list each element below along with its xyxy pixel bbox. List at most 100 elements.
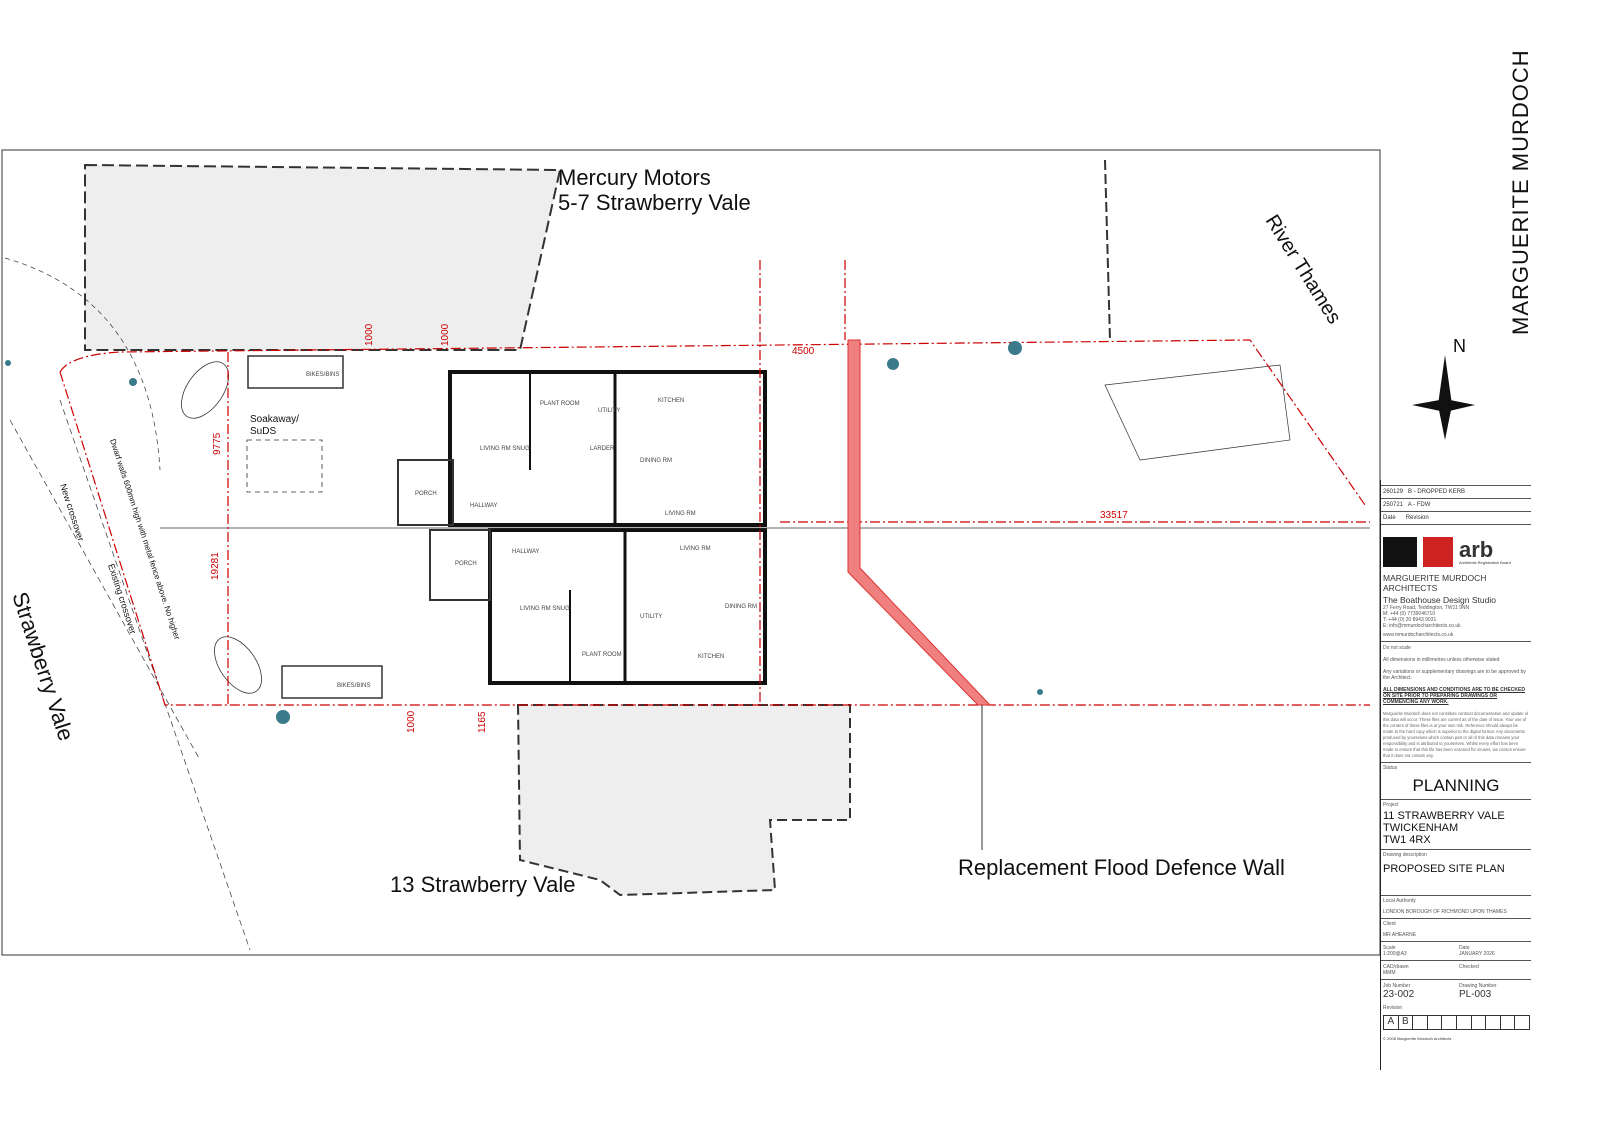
arb-logo: arb [1459,536,1494,562]
project-line: TW1 4RX [1381,834,1531,850]
project-line: TWICKENHAM [1383,822,1459,834]
bike-store-upper [247,355,344,389]
dimension: 19281 [210,552,221,580]
title-block: 260129 B - DROPPED KERB 250721 A - FDW D… [1380,480,1531,1070]
room-label: LIVING RM SNUG [480,446,530,452]
bikes-label: BIKES/BINS [306,372,339,378]
revision-box [1426,1015,1443,1030]
firm-name-vertical: MARGUERITE MURDOCH [1508,49,1533,335]
street-label: Strawberry Vale [7,589,79,744]
telephone: T: +44 (0) 20 8943 9031 [1383,617,1437,623]
dimension: 9775 [212,432,223,455]
revision-box [1485,1015,1501,1030]
email: E: info@mmurdocharchitects.co.uk [1383,623,1461,629]
river-structure [1104,364,1291,461]
room-label: PLANT ROOM [582,652,622,658]
copyright: © 2006 Marguerite Murdoch Architects [1383,1036,1452,1041]
dwarf-wall-note: Dwarf walls 600mm high with metal fence … [108,438,182,641]
studio-name: The Boathouse Design Studio [1383,595,1496,605]
website: www.mmurdocharchitects.co.uk [1381,629,1531,642]
north-label: N [1453,336,1466,356]
neighbour-building [516,704,851,897]
revision-text: B - DROPPED KERB [1408,489,1466,495]
mobile: M: +44 (0) 7739046710 [1383,611,1436,617]
authority-label: Local Authority [1383,898,1416,904]
soakaway-label: Soakaway/ [250,414,299,425]
drawing-description: PROPOSED SITE PLAN [1381,860,1531,896]
project-label: Project [1383,802,1399,808]
date-label: Date [1459,945,1470,951]
revision-label: Revision [1383,1005,1403,1011]
room-label: KITCHEN [698,654,724,660]
arb-subtitle: Architects Registration Board [1459,559,1511,565]
revision-date: 250721 [1383,502,1404,508]
dimension: 1000 [440,323,451,346]
job-number: 23-002 [1383,989,1415,1000]
room-label: HALLWAY [512,549,540,555]
revision-box [1514,1015,1530,1030]
neighbour-label: 13 Strawberry Vale [390,872,575,897]
dimension: 1000 [406,710,417,733]
mercury-motors-address: 5-7 Strawberry Vale [558,190,751,215]
revision-box [1499,1015,1516,1030]
existing-crossover-label: Existing crossover [106,563,138,636]
room-label: UTILITY [598,408,620,414]
description-label: Drawing description [1383,852,1427,858]
revision-box [1412,1015,1428,1030]
revision-header: Revision [1405,515,1429,521]
warning-note: ALL DIMENSIONS AND CONDITIONS ARE TO BE … [1383,687,1525,705]
room-label: LARDER [590,446,615,452]
status-value: PLANNING [1381,773,1531,800]
room-label: PORCH [415,491,437,497]
revision-box [1455,1015,1472,1030]
project-line: 11 STRAWBERRY VALE [1383,810,1505,822]
revision-box: B [1397,1015,1414,1030]
flood-wall-label: Replacement Flood Defence Wall [958,855,1285,880]
dimension: 1000 [364,323,375,346]
room-label: LIVING RM [680,546,711,552]
house-lower [488,528,767,685]
client-value: MR AHEARNE [1381,929,1531,942]
house-upper [448,370,767,527]
room-label: HALLWAY [470,503,498,509]
note: Any variations or supplementary drawings… [1383,669,1526,681]
room-label: KITCHEN [658,398,684,404]
disclaimer: Marguerite Murdoch does not constitute c… [1381,708,1531,763]
room-label: PORCH [455,561,477,567]
cad-label: CAD/drawn [1383,964,1409,970]
room-label: UTILITY [640,614,662,620]
room-label: PLANT ROOM [540,401,580,407]
dimension: 33517 [1100,510,1128,521]
room-label: LIVING RM SNUG [520,606,570,612]
drawing-number-label: Drawing Number [1459,983,1497,989]
revision-header: Date [1383,515,1396,521]
car [181,361,229,419]
date-value: JANUARY 2026 [1459,951,1495,957]
north-arrow-icon [1412,355,1475,440]
job-label: Job Number [1383,983,1411,989]
award-logo-icon [1423,537,1453,567]
room-label: DINING RM [725,604,757,610]
checked-label: Checked [1459,964,1479,970]
cad-value: MMM [1383,970,1396,976]
note: All dimensions in millimetres unless oth… [1383,657,1500,663]
bike-store-lower [281,665,383,699]
revision-box: A [1383,1015,1399,1030]
dimension: 1165 [477,711,488,733]
room-label: DINING RM [640,458,672,464]
room-label: LIVING RM [665,511,696,517]
firm-name: MARGUERITE MURDOCH ARCHITECTS [1383,573,1487,593]
authority-value: LONDON BOROUGH OF RICHMOND UPON THAMES [1381,906,1531,919]
trees [5,341,1043,724]
address: 27 Ferry Road, Teddington, TW11 9NN [1383,605,1470,611]
status-label: Status [1383,765,1398,771]
client-label: Client [1383,921,1396,927]
river-thames-label: River Thames [1261,211,1345,328]
mercury-motors-label: Mercury Motors [558,165,711,190]
soakaway [246,439,323,493]
revision-box [1470,1015,1487,1030]
new-crossover-label: New crossover [58,483,86,543]
scale-label: Scale [1383,945,1396,951]
